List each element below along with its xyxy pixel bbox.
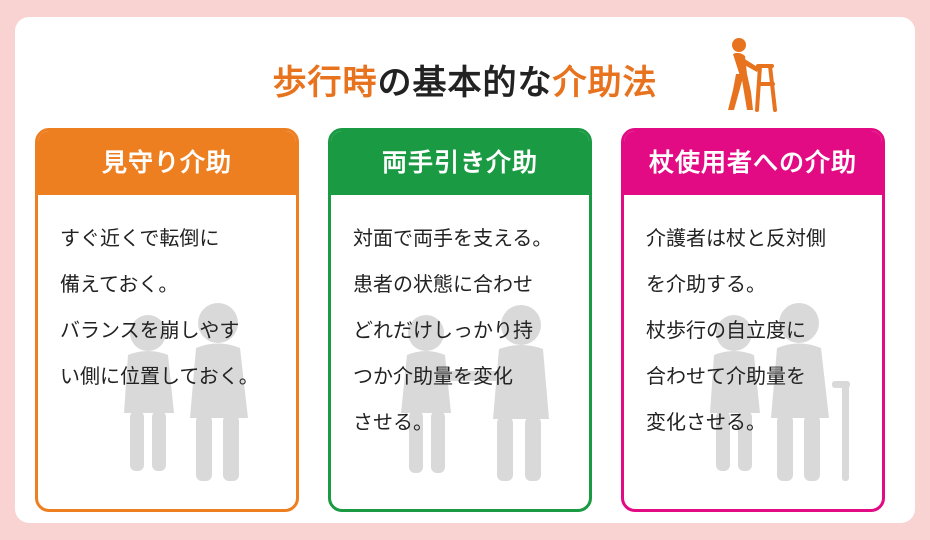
main-panel: 歩行時の基本的な介助法 見守り介助 — [15, 17, 915, 523]
card-line: つか介助量を変化 — [353, 364, 513, 388]
card-line: 患者の状態に合わせ — [353, 272, 533, 296]
card-line: させる。 — [353, 410, 433, 434]
hand-holding-illustration — [401, 305, 549, 481]
card-line: 合わせて介助量を — [646, 364, 806, 388]
card-heading: 両手引き介助 — [331, 131, 589, 195]
card-line: すぐ近くで転倒に — [60, 226, 220, 250]
cane-walking-illustration — [710, 303, 850, 481]
card-line: を介助する。 — [646, 272, 766, 296]
title-part1: 歩行時 — [272, 63, 378, 103]
two-people-walking-illustration — [124, 303, 248, 481]
card-heading: 見守り介助 — [38, 131, 296, 195]
card-line: 変化させる。 — [646, 410, 766, 434]
title-part2: の基本的な — [377, 63, 553, 103]
card-mimamori: 見守り介助 すぐ近くで転倒に 備えておく。 バランスを崩しやす い側に位置してお… — [35, 128, 299, 512]
card-line: 対面で両手を支える。 — [353, 226, 553, 250]
card-line: 杖歩行の自立度に — [646, 318, 806, 342]
card-heading: 杖使用者への介助 — [624, 131, 882, 195]
elderly-walker-icon — [728, 38, 777, 112]
card-line: 備えておく。 — [60, 272, 179, 296]
card-body: すぐ近くで転倒に 備えておく。 バランスを崩しやす い側に位置しておく。 — [60, 215, 282, 399]
card-tsue: 杖使用者への介助 介護者は杖と反対側 を介助する。 杖歩行の自立度に 合わせて介… — [621, 128, 885, 512]
card-ryoutebiki: 両手引き介助 対面で両手を支える。 患者の状態に合わせ どれだけしっかり持 つか… — [328, 128, 592, 512]
card-body: 対面で両手を支える。 患者の状態に合わせ どれだけしっかり持 つか介助量を変化 … — [353, 215, 575, 445]
card-line: バランスを崩しやす — [60, 318, 240, 342]
card-line: どれだけしっかり持 — [353, 318, 533, 342]
page-title: 歩行時の基本的な介助法 — [15, 55, 915, 104]
title-part3: 介助法 — [552, 63, 658, 103]
card-body: 介護者は杖と反対側 を介助する。 杖歩行の自立度に 合わせて介助量を 変化させる… — [646, 215, 868, 445]
card-line: い側に位置しておく。 — [60, 364, 259, 388]
card-line: 介護者は杖と反対側 — [646, 226, 826, 250]
